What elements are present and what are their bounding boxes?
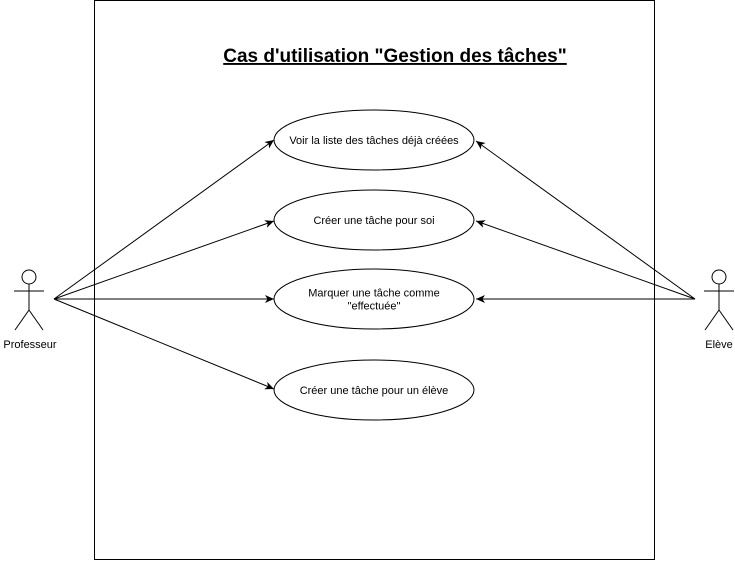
use-case-ellipse xyxy=(273,109,475,171)
association-arrow-professeur-uc1 xyxy=(53,139,275,300)
use-cases: Voir la liste des tâches déjà crééesCrée… xyxy=(273,109,475,421)
actor-professeur: Professeur xyxy=(3,269,57,351)
use-case-label: "effectuée" xyxy=(348,301,401,313)
use-case-uc2: Créer une tâche pour soi xyxy=(273,189,475,251)
stick-figure-icon xyxy=(704,269,734,331)
stick-figure-icon xyxy=(14,269,44,331)
use-case-ellipse xyxy=(273,359,475,421)
actor-label: Professeur xyxy=(3,339,57,351)
actor-eleve: Elève xyxy=(704,269,734,351)
association-arrow-eleve-uc2 xyxy=(475,220,696,300)
use-case-label: Marquer une tâche comme xyxy=(308,288,439,300)
use-case-ellipse xyxy=(273,268,475,330)
association-arrow-eleve-uc1 xyxy=(475,140,696,300)
use-case-uc4: Créer une tâche pour un élève xyxy=(273,359,475,421)
use-case-label: Créer une tâche pour soi xyxy=(313,215,434,227)
use-case-label: Voir la liste des tâches déjà créées xyxy=(289,135,459,147)
association-arrow-professeur-uc2 xyxy=(53,220,275,300)
use-case-label: Créer une tâche pour un élève xyxy=(300,385,449,397)
diagram-title: Cas d'utilisation "Gestion des tâches" xyxy=(223,46,567,67)
associations xyxy=(53,139,696,390)
use-case-uc3: Marquer une tâche comme"effectuée" xyxy=(273,268,475,330)
use-case-uc1: Voir la liste des tâches déjà créées xyxy=(273,109,475,171)
system-boundary xyxy=(94,0,655,560)
use-case-ellipse xyxy=(273,189,475,251)
actor-label: Elève xyxy=(705,339,733,351)
association-arrow-professeur-uc4 xyxy=(53,298,275,390)
